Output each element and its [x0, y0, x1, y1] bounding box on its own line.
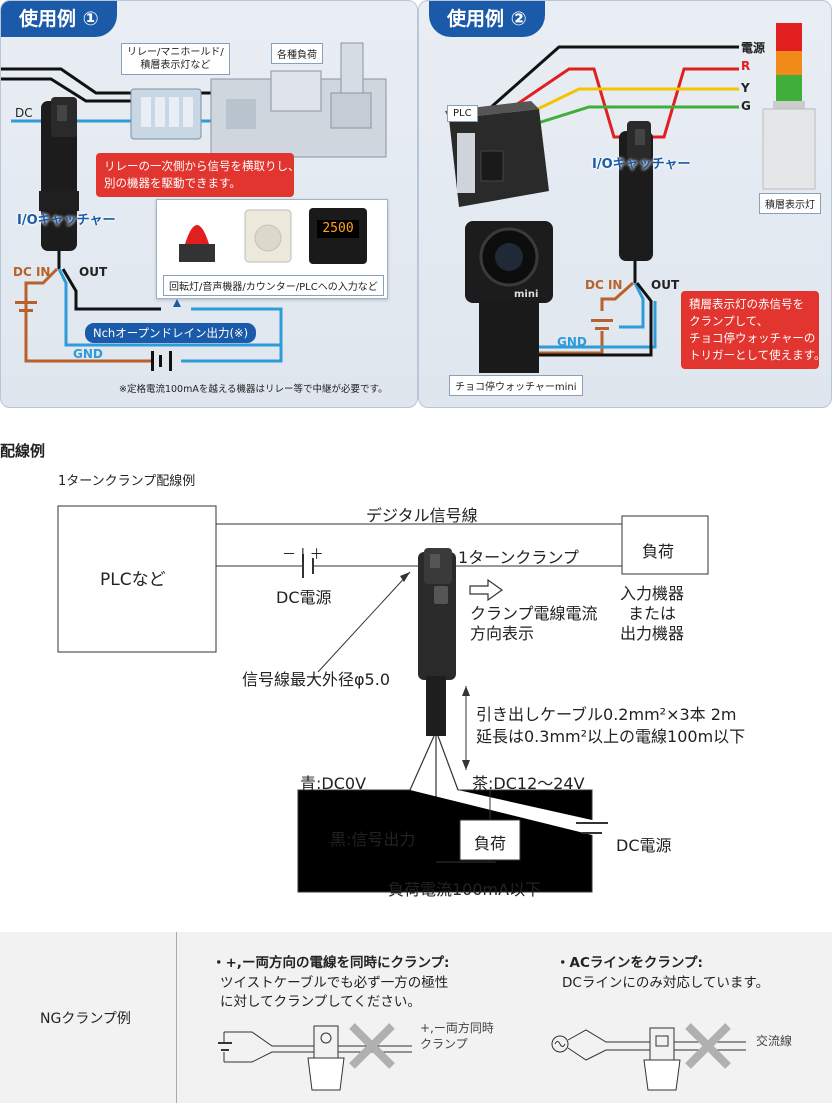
wiring-heading: 配線例: [0, 442, 46, 460]
black-wire-label: 黒:信号出力: [330, 830, 416, 849]
dc-label: DC: [15, 106, 33, 120]
plc-box-label: PLCなど: [100, 570, 166, 590]
relay-note: リレーの一次側から信号を横取りし、 別の機器を駆動できます。: [96, 153, 300, 197]
use-case-1-panel: 使用例 ①: [0, 0, 418, 408]
load-box-label: 負荷: [642, 542, 675, 561]
dc-power-label: DC電源: [276, 588, 332, 607]
ng-item2-illustration: [551, 1023, 746, 1091]
load-label: 各種負荷: [271, 43, 323, 64]
load-box-label-2: 負荷: [474, 834, 507, 853]
io-catcher-label-2: I/Oキャッチャー: [592, 157, 691, 172]
brown-wire-label: 茶:DC12～24V: [472, 774, 585, 793]
ng-item2-caption: 交流線: [756, 1034, 793, 1048]
relay-label: リレー/マニホールド/ 積層表示灯など: [121, 43, 230, 75]
counter-display: 2500: [322, 221, 354, 236]
gnd-label-2: GND: [557, 335, 587, 349]
ng-item2-body: DCラインにのみ対応しています。: [562, 975, 770, 991]
cable-note: 引き出しケーブル0.2mm²×3本 2m 延長は0.3mm²以上の電線100m以…: [476, 705, 746, 746]
footnote: ※定格電流100mAを越える機器はリレー等で中継が必要です。: [119, 384, 388, 395]
use-case-2-diagram: [445, 23, 816, 373]
dc-power-label-2: DC電源: [616, 836, 672, 855]
current-direction-note: クランプ電線電流 方向表示: [470, 604, 598, 643]
ng-item1-caption: +,ー両方同時 クランプ: [420, 1021, 494, 1051]
max-diameter-note: 信号線最大外径φ5.0: [242, 670, 391, 689]
tower-label: 積層表示灯: [759, 193, 821, 214]
dc-in-label-2: DC IN: [585, 278, 623, 292]
camera-label: チョコ停ウォッチャーmini: [449, 375, 583, 396]
devices-label: 回転灯/音声機器/カウンター/PLCへの入力など: [163, 275, 384, 296]
red-line-label: R: [741, 59, 751, 73]
use-case-1-tab: 使用例 ①: [1, 1, 117, 37]
gnd-label: GND: [73, 347, 103, 361]
devices-illustration: [179, 208, 367, 264]
ng-item1-title: ・+,ー両方向の電線を同時にクランプ:: [212, 955, 450, 971]
use-case-1-diagram: [1, 42, 387, 371]
ng-divider: [176, 932, 177, 1103]
tower-note: 積層表示灯の赤信号を クランプして、 チョコ停ウォッチャーの トリガーとして使え…: [681, 291, 826, 369]
digital-signal-line-label: デジタル信号線: [366, 506, 478, 525]
out-label-2: OUT: [651, 278, 680, 292]
one-turn-clamp-label: 1ターンクランプ: [458, 548, 579, 567]
wiring-subheading: 1ターンクランプ配線例: [58, 474, 196, 489]
yellow-line-label: Y: [741, 81, 750, 95]
io-catcher-label: I/Oキャッチャー: [17, 213, 116, 228]
use-case-2-panel: 使用例 ② 電源: [418, 0, 832, 408]
power-label: 電源: [741, 41, 766, 55]
dc-in-label: DC IN: [13, 265, 51, 279]
battery-polarity: － | ＋: [282, 547, 324, 563]
out-label: OUT: [79, 265, 108, 279]
ng-clamp-section: NGクランプ例 ・+,ー両方向の電線を同時にクランプ: ツイストケーブルでも必ず…: [0, 932, 832, 1103]
plc-label: PLC: [447, 105, 478, 122]
ng-title: NGクランプ例: [40, 1011, 131, 1027]
ng-item2-title: ・ACラインをクランプ:: [556, 955, 703, 971]
use-case-2-tab: 使用例 ②: [429, 1, 545, 37]
blue-wire-label: 青:DC0V: [300, 774, 367, 793]
wiring-diagram: [57, 505, 709, 893]
io-device-label: 入力機器 または 出力機器: [620, 584, 685, 643]
ng-item1-illustration: [218, 1023, 412, 1091]
camera-brand: mini: [514, 289, 539, 300]
nch-output-label: Nchオープンドレイン出力(※): [85, 323, 257, 343]
ng-item1-body: ツイストケーブルでも必ず一方の極性 に対してクランプしてください。: [220, 975, 449, 1010]
green-line-label: G: [741, 99, 751, 113]
load-current-note: 負荷電流100mA以下: [388, 880, 542, 899]
